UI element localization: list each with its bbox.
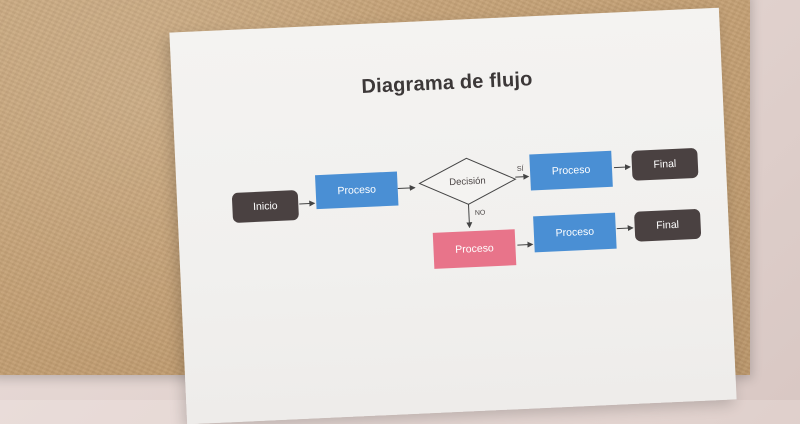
- arrow-proceso-si-to-final: [613, 164, 631, 171]
- arrow-proceso-to-final: [616, 225, 634, 232]
- node-proceso-1: Proceso: [315, 171, 399, 210]
- arrow-proceso-to-decision: [397, 184, 416, 191]
- decision-label: Decisión: [449, 175, 486, 188]
- node-inicio: Inicio: [231, 190, 300, 223]
- arrow-decision-to-proceso-si: [515, 173, 530, 180]
- node-final-no: Final: [633, 208, 702, 242]
- flow-connectors: Decisión SÍ NO: [299, 157, 634, 248]
- arrow-proceso-no-to-proceso: [517, 241, 534, 248]
- node-final-si: Final: [631, 147, 699, 181]
- arrow-decision-down: [466, 204, 473, 229]
- node-proceso-no: Proceso: [432, 229, 517, 269]
- paper-sheet: Diagrama de flujo Decisión SÍ NO Inicio …: [169, 7, 737, 424]
- edge-label-no: NO: [475, 210, 486, 217]
- node-proceso-2: Proceso: [533, 212, 617, 253]
- edge-label-si: SÍ: [517, 164, 524, 173]
- node-proceso-si: Proceso: [529, 150, 613, 191]
- arrow-inicio-to-proceso: [299, 200, 316, 207]
- decision-diamond: [418, 157, 517, 205]
